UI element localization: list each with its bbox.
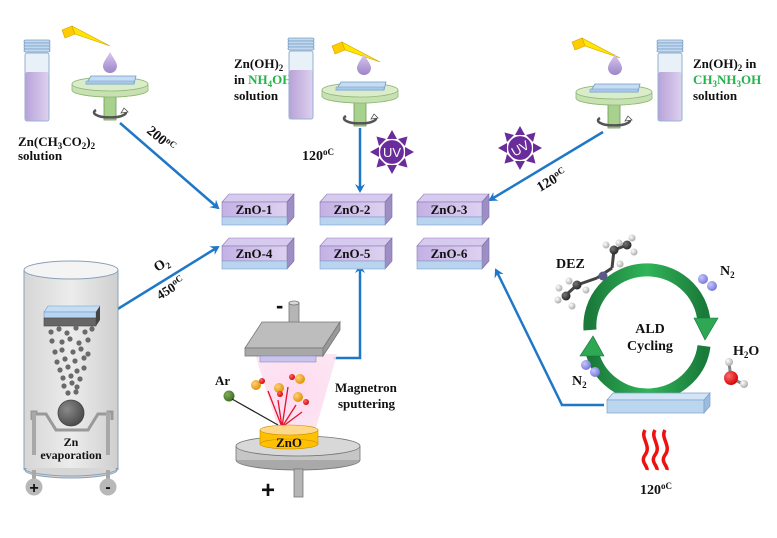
svg-text:ZnO-1: ZnO-1 bbox=[236, 202, 273, 217]
spin-coater-icon bbox=[574, 82, 654, 130]
temp-label-2: 120oC bbox=[302, 147, 334, 164]
solution-3-label-line2: CH3NH3OH bbox=[693, 72, 761, 89]
spin-coater-icon bbox=[320, 80, 400, 128]
uv-lamp-icon-1: UV bbox=[369, 129, 415, 175]
solution-1-word: solution bbox=[18, 148, 63, 163]
sputtering-label-line2: sputtering bbox=[338, 396, 396, 411]
positive-terminal bbox=[25, 478, 43, 496]
ald-cycling-setup: ALD Cycling DEZ bbox=[554, 234, 759, 498]
target-label-zno: ZnO bbox=[276, 435, 302, 450]
arrow-to-zno-5 bbox=[333, 264, 365, 360]
arrow-to-zno-6 bbox=[494, 268, 604, 407]
sputter-substrate bbox=[259, 355, 317, 363]
pipette-tip-icon bbox=[61, 25, 111, 47]
zn-evaporation-chamber: Zn evaporation + - bbox=[23, 260, 119, 497]
pipette-tip-icon bbox=[331, 41, 381, 63]
n2-molecule-icon-2 bbox=[581, 360, 600, 377]
solution-2-label-line3: solution bbox=[234, 88, 279, 103]
ald-cycle-arrowhead-right bbox=[693, 317, 719, 341]
gas-label-o2: O2 bbox=[152, 255, 174, 277]
vial-icon bbox=[656, 39, 684, 122]
arrow-to-zno-3 bbox=[488, 130, 604, 202]
h2o-molecule-icon bbox=[724, 358, 748, 388]
cycling-label: Cycling bbox=[627, 339, 673, 354]
cathode-polarity-sign: - bbox=[276, 293, 283, 318]
arrow-to-zno-4 bbox=[107, 245, 220, 317]
ald-substrate bbox=[606, 399, 705, 414]
svg-text:+: + bbox=[29, 480, 38, 497]
process-arrows bbox=[107, 122, 604, 407]
heat-icon bbox=[641, 429, 669, 471]
sample-zno-5: ZnO-5 bbox=[319, 237, 393, 270]
solution-3-label-line1: Zn(OH)2 in bbox=[693, 56, 757, 73]
dez-molecule-icon bbox=[554, 234, 638, 310]
sputtering-label-line1: Magnetron bbox=[335, 380, 398, 395]
svg-text:UV: UV bbox=[383, 145, 401, 160]
svg-text:-: - bbox=[105, 479, 110, 496]
spin-coating-setup-3: Zn(OH)2 in CH3NH3OH solution bbox=[571, 37, 761, 130]
uv-lamp-icon-2: UV bbox=[497, 125, 543, 171]
spin-coating-setup-2: Zn(OH)2 in NH4OH solution bbox=[234, 37, 400, 128]
vial-icon bbox=[287, 37, 315, 120]
n2-label-1: N2 bbox=[720, 264, 735, 280]
vial-icon bbox=[23, 39, 51, 122]
pipette-tip-icon bbox=[571, 37, 621, 59]
svg-text:ZnO-2: ZnO-2 bbox=[334, 202, 371, 217]
droplet-icon bbox=[608, 54, 622, 75]
temp-label-4: 450oC bbox=[153, 273, 187, 303]
sample-zno-3: ZnO-3 bbox=[416, 193, 490, 226]
sputter-rays bbox=[267, 386, 303, 428]
spin-coating-setup-1: Zn(CH3CO2)2 solution bbox=[18, 25, 150, 163]
solution-2-label-line1: Zn(OH)2 bbox=[234, 56, 284, 73]
sample-zno-1: ZnO-1 bbox=[221, 193, 295, 226]
sample-zno-6: ZnO-6 bbox=[416, 237, 490, 270]
n2-molecule-icon-1 bbox=[698, 274, 717, 291]
zn-source-icon bbox=[57, 399, 85, 427]
ar-label: Ar bbox=[215, 373, 230, 388]
ar-atom-icon bbox=[223, 390, 235, 402]
sample-zno-4: ZnO-4 bbox=[221, 237, 295, 270]
dez-label: DEZ bbox=[556, 257, 585, 272]
anode-polarity-sign: + bbox=[261, 477, 275, 504]
sample-zno-2: ZnO-2 bbox=[319, 193, 393, 226]
zn-vapor-particles bbox=[48, 325, 95, 396]
svg-text:ZnO-6: ZnO-6 bbox=[431, 246, 468, 261]
svg-text:ZnO-5: ZnO-5 bbox=[334, 246, 371, 261]
temp-label-6: 120oC bbox=[640, 481, 672, 498]
solution-2-label-line2: in NH4OH bbox=[234, 72, 292, 89]
samples-grid: ZnO-1 ZnO-2 ZnO-3 ZnO-4 ZnO-5 ZnO-6 bbox=[221, 193, 490, 270]
spin-coater-icon bbox=[70, 74, 150, 122]
droplet-icon bbox=[103, 52, 117, 73]
solution-3-label-line3: solution bbox=[693, 88, 738, 103]
ald-label: ALD bbox=[635, 322, 665, 337]
magnetron-sputtering-setup: - Ar bbox=[215, 293, 398, 504]
solution-1-label: Zn(CH3CO2)2 bbox=[18, 134, 96, 151]
sputtered-particles bbox=[251, 374, 309, 405]
negative-terminal bbox=[99, 478, 117, 496]
temp-label-1: 200oC bbox=[143, 122, 178, 156]
n2-label-2: N2 bbox=[572, 374, 587, 390]
ald-cycle-arrowhead-left bbox=[579, 335, 605, 357]
evaporation-label-word: evaporation bbox=[40, 448, 102, 462]
arrow-to-zno-1 bbox=[119, 122, 220, 210]
evaporation-label-zn: Zn bbox=[64, 435, 79, 449]
svg-text:ZnO-4: ZnO-4 bbox=[236, 246, 273, 261]
h2o-label: H2O bbox=[733, 344, 759, 360]
svg-text:ZnO-3: ZnO-3 bbox=[431, 202, 468, 217]
